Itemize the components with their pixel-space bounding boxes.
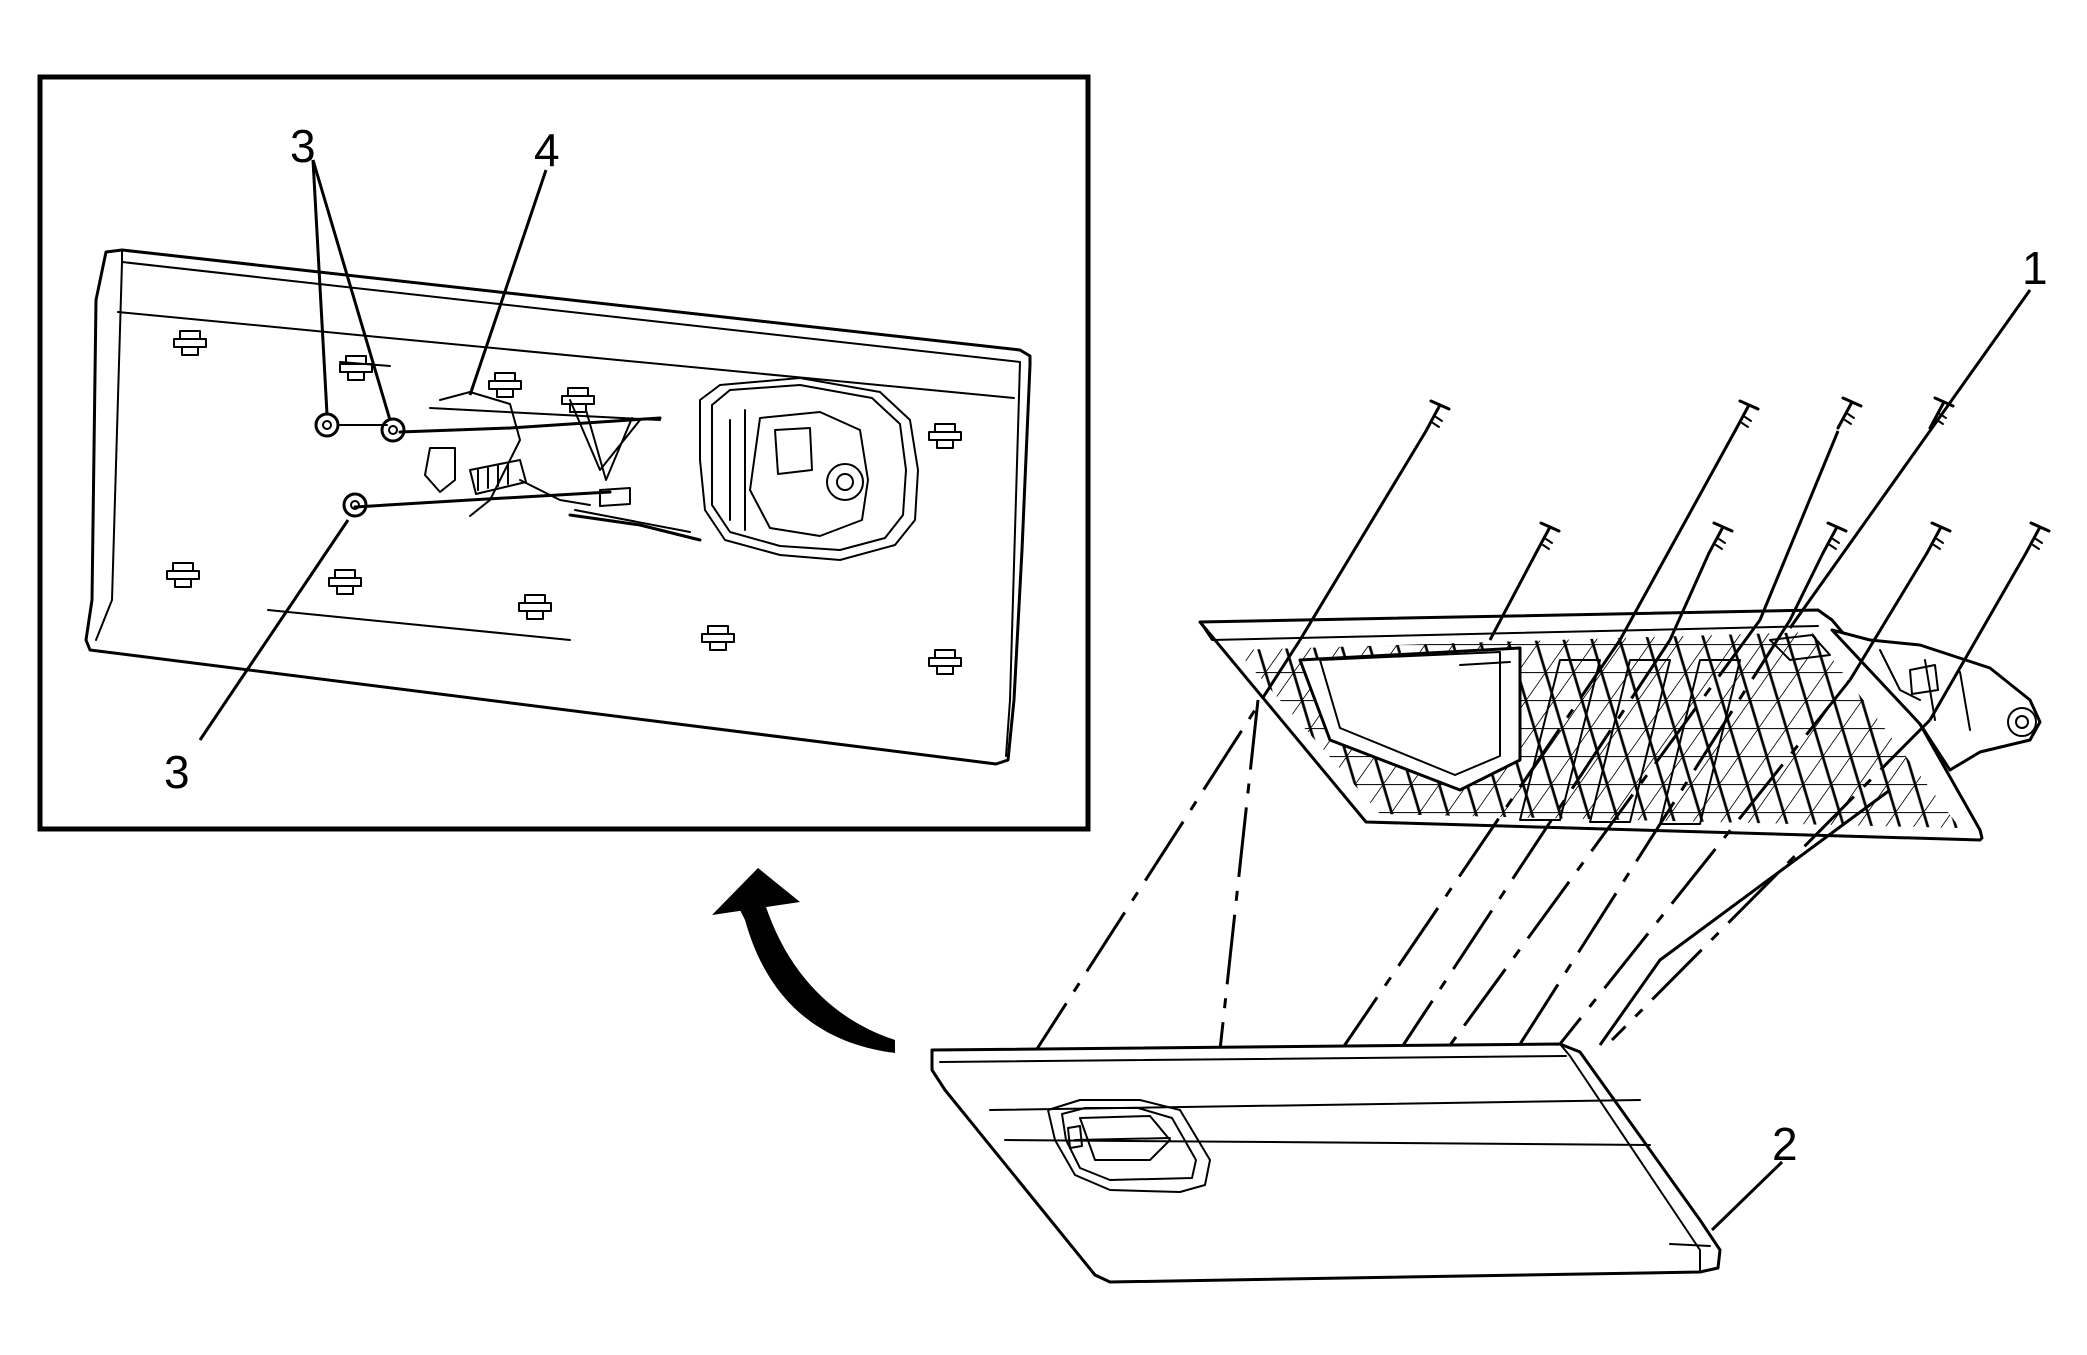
screw-icon [1836,396,1863,430]
pivot-pin-icon [380,417,406,443]
retainer-clip-icon [173,330,207,356]
retainer-clip-icon [928,423,962,449]
retainer-clip-icon [928,649,962,675]
screw-icon [1925,521,1952,555]
screw-icon [1707,521,1734,555]
screw-icon [1733,399,1760,433]
retainer-clip-icon [166,562,200,588]
latch-rod-assembly [353,391,702,542]
retainer-clip-icon [518,594,552,620]
detail-inset: 3 4 3 [37,74,1091,832]
main-leader-lines [1710,289,2032,1232]
callout-3-upper: 3 [290,120,316,172]
screw-icon [1534,521,1561,555]
retainer-clip-icon [328,569,362,595]
pivot-pin-icon [342,492,368,518]
callout-2: 2 [1772,1118,1798,1170]
callout-3-lower: 3 [164,746,190,798]
handle-housing [699,377,919,561]
inset-leader-lines [198,159,548,741]
curved-arrow-icon [712,868,895,1053]
retainer-clip-icon [701,625,735,651]
glove-box-frame [1198,608,2042,842]
assembly-lines [1033,430,2028,1053]
callout-4: 4 [534,124,560,176]
retainer-clip-icon [339,355,373,381]
retainer-clip-icon [488,372,522,398]
pivot-pin-upper-right [380,417,406,443]
callout-1: 1 [2022,242,2048,294]
screw-icon [1424,399,1451,433]
pivot-pin-lower [342,492,368,518]
retainer-clip-icon [561,387,595,413]
retainer-clips [166,330,962,675]
screw-icon [1821,521,1848,555]
screw-icon [2024,521,2051,555]
screws [1424,396,2051,555]
glove-box-door [930,1042,1722,1284]
door-handle-icon [1047,1099,1211,1193]
